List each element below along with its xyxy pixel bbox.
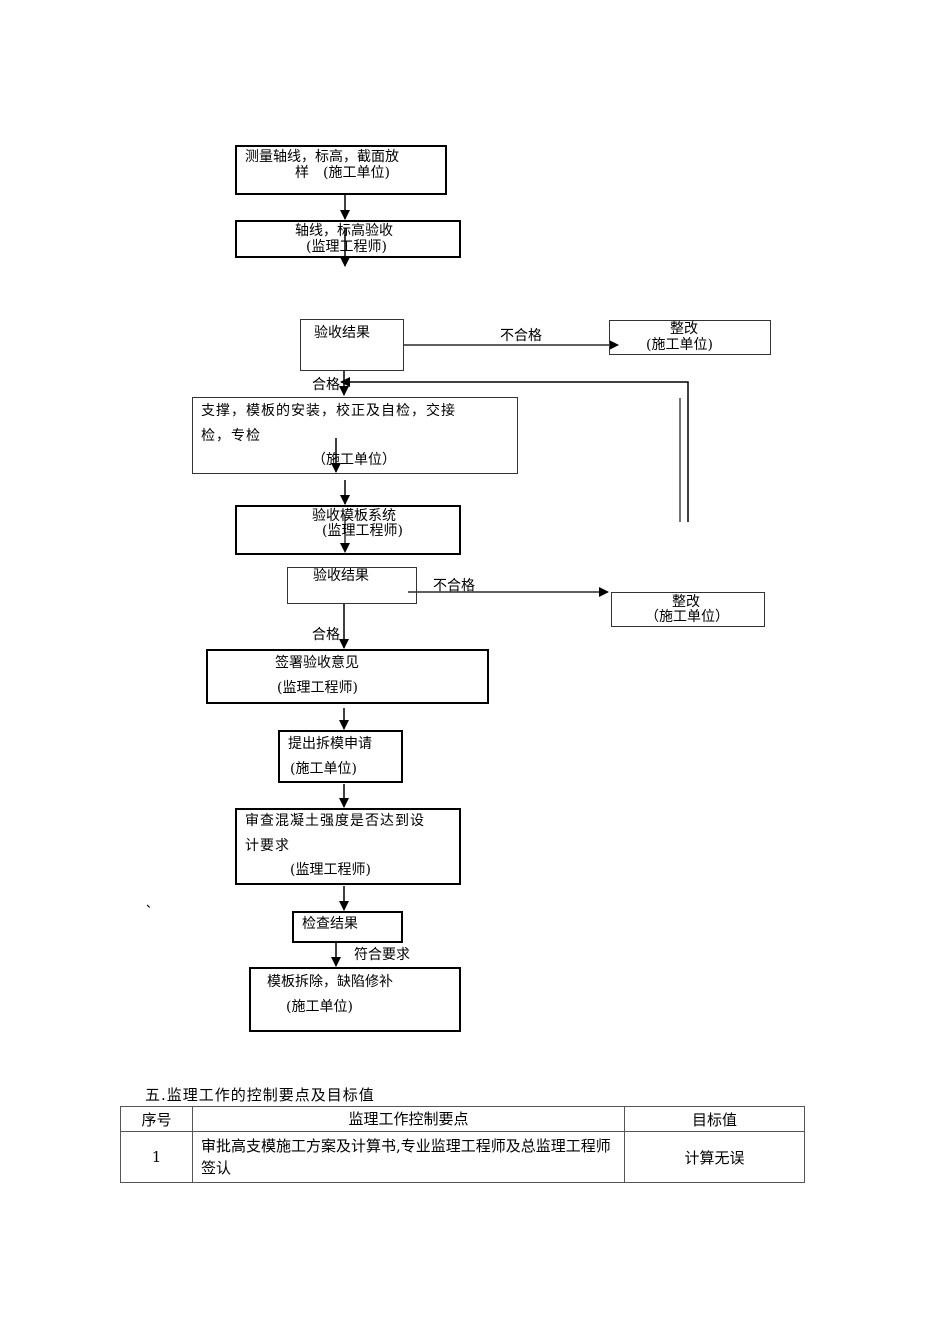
step3-line2: 检，专检: [201, 428, 261, 444]
step2-axis-acceptance-box: [235, 220, 461, 258]
fail2-label: 不合格: [433, 578, 475, 594]
fix1-line2: (施工单位): [646, 337, 713, 353]
step4-formwork-system-acceptance-box: [235, 505, 461, 555]
table-header-row: 序号 监理工作控制要点 目标值: [120, 1106, 805, 1132]
step3-line1: 支撑，模板的安装，校正及自检，交接: [201, 403, 456, 419]
step8-line1: 模板拆除，缺陷修补: [267, 974, 393, 990]
step3-formwork-install-box: [192, 397, 518, 474]
step4-line2: (监理工程师): [322, 523, 403, 539]
check1-label: 验收结果: [314, 325, 370, 341]
step7-line3: (监理工程师): [290, 862, 371, 878]
step5-sign-opinion-box: [206, 649, 489, 704]
fail1-label: 不合格: [500, 328, 542, 344]
pass1-label: 合格: [312, 377, 340, 393]
step8-line2: (施工单位): [286, 999, 353, 1015]
step1-line1: 测量轴线，标高，截面放: [245, 149, 399, 165]
step6-removal-application-box: [278, 730, 403, 783]
table-row: 1 审批高支模施工方案及计算书,专业监理工程师及总监理工程师签认 计算无误: [120, 1131, 805, 1183]
step1-line2: 样 (施工单位): [295, 165, 390, 181]
fix2-line1: 整改: [672, 594, 700, 610]
step7-line1: 审查混凝土强度是否达到设: [245, 813, 425, 829]
check2-label: 验收结果: [313, 568, 369, 584]
check2-acceptance-result-box: [287, 567, 417, 604]
step7-concrete-strength-review-box: [235, 808, 461, 885]
step8-formwork-removal-box: [249, 967, 461, 1032]
header-target-value: 目标值: [624, 1106, 805, 1132]
fix1-rectify-box: [609, 320, 771, 355]
step2-line2: (监理工程师): [306, 239, 387, 255]
cell-control-point: 审批高支模施工方案及计算书,专业监理工程师及总监理工程师签认: [192, 1131, 625, 1183]
fix2-rectify-box: [611, 592, 765, 627]
pass2-label: 合格: [312, 627, 340, 643]
check1-acceptance-result-box: [300, 319, 404, 371]
fix2-line2: （施工单位）: [645, 609, 729, 625]
step5-line1: 签署验收意见: [275, 655, 359, 671]
check3-inspection-result-box: [292, 911, 403, 943]
fix1-line1: 整改: [670, 321, 698, 337]
stray-mark: 、: [146, 896, 159, 910]
control-points-table: 序号 监理工作控制要点 目标值 1 审批高支模施工方案及计算书,专业监理工程师及…: [120, 1106, 805, 1183]
header-serial: 序号: [120, 1106, 193, 1132]
step2-line1: 轴线，标高验收: [295, 223, 393, 239]
meet-requirement-label: 符合要求: [354, 947, 410, 963]
step3-line3: （施工单位）: [312, 452, 396, 468]
step6-line2: (施工单位): [290, 761, 357, 777]
cell-target-value: 计算无误: [624, 1131, 805, 1183]
step4-line1: 验收模板系统: [312, 508, 396, 524]
section-title: 五.监理工作的控制要点及目标值: [145, 1086, 375, 1104]
step7-line2: 计要求: [245, 838, 290, 854]
step6-line1: 提出拆模申请: [288, 736, 372, 752]
cell-serial: 1: [120, 1131, 193, 1183]
step1-survey-box: [235, 145, 447, 195]
check3-label: 检查结果: [302, 916, 358, 932]
header-control-point: 监理工作控制要点: [192, 1106, 625, 1132]
step5-line2: (监理工程师): [277, 680, 358, 696]
